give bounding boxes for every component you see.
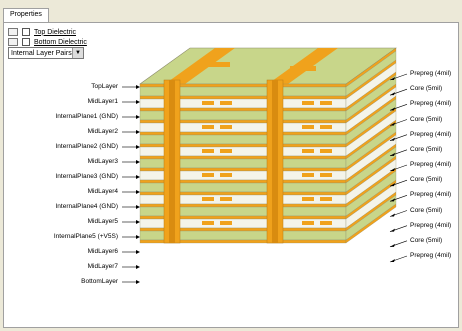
left-layer-label: MidLayer5 bbox=[87, 218, 118, 225]
left-layer-label: InternalPlane1 (GND) bbox=[55, 113, 119, 120]
inner-pad-c-23 bbox=[302, 221, 314, 225]
side-band-26 bbox=[345, 203, 397, 244]
inner-pad-a-11 bbox=[202, 149, 214, 153]
inner-pad-d-7 bbox=[320, 125, 332, 129]
left-layer-label: MidLayer7 bbox=[87, 263, 118, 270]
left-arrow-head-1 bbox=[136, 100, 140, 104]
right-arrow-head-8 bbox=[390, 198, 395, 202]
left-arrow-head-13 bbox=[136, 280, 140, 284]
tab-properties[interactable]: Properties bbox=[3, 8, 49, 23]
left-layer-label: MidLayer6 bbox=[87, 248, 118, 255]
right-arrow-head-4 bbox=[390, 137, 395, 141]
right-arrow-head-11 bbox=[390, 243, 395, 247]
right-layer-label: Prepreg (4mil) bbox=[410, 252, 452, 259]
right-layer-label: Prepreg (4mil) bbox=[410, 161, 452, 168]
inner-pad-d-23 bbox=[320, 221, 332, 225]
bottom-dielectric-color-swatch[interactable] bbox=[8, 38, 18, 46]
inner-pad-a-3 bbox=[202, 101, 214, 105]
right-arrow-head-6 bbox=[390, 168, 395, 171]
right-arrow-head-2 bbox=[390, 107, 395, 111]
right-arrow-head-0 bbox=[390, 77, 395, 80]
left-arrow-head-0 bbox=[136, 85, 140, 89]
top-dielectric-label: Top Dielectric bbox=[34, 28, 77, 36]
right-arrow-head-1 bbox=[390, 92, 395, 96]
right-arrow-head-12 bbox=[390, 259, 395, 262]
left-arrow-head-2 bbox=[136, 115, 140, 119]
inner-pad-c-19 bbox=[302, 197, 314, 201]
left-arrow-head-11 bbox=[136, 250, 140, 254]
left-arrow-head-4 bbox=[136, 145, 140, 149]
left-arrow-head-12 bbox=[136, 265, 140, 269]
left-layer-label: InternalPlane3 (GND) bbox=[55, 173, 119, 180]
left-arrow-head-7 bbox=[136, 190, 140, 194]
left-layer-label: MidLayer1 bbox=[87, 98, 118, 105]
right-layer-label: Core (5mil) bbox=[410, 115, 443, 123]
inner-pad-b-19 bbox=[220, 197, 232, 201]
inner-pad-a-15 bbox=[202, 173, 214, 177]
inner-pad-b-15 bbox=[220, 173, 232, 177]
right-layer-label: Prepreg (4mil) bbox=[410, 100, 452, 108]
right-arrow-head-7 bbox=[390, 183, 395, 187]
top-dielectric-checkbox[interactable] bbox=[22, 28, 30, 36]
left-layer-label: BottomLayer bbox=[81, 278, 118, 285]
right-layer-label: Core (5mil) bbox=[410, 176, 443, 184]
right-layer-label: Prepreg (4mil) bbox=[410, 221, 452, 229]
left-layer-label: InternalPlane5 (+V5S) bbox=[53, 233, 118, 240]
left-arrow-head-8 bbox=[136, 205, 140, 209]
left-arrow-head-6 bbox=[136, 175, 140, 179]
layer-pairs-select[interactable]: Internal Layer Pairs ▼ bbox=[8, 47, 84, 59]
right-arrow-head-10 bbox=[390, 228, 395, 232]
bottom-dielectric-row: Bottom Dielectric bbox=[8, 38, 87, 46]
inner-pad-a-19 bbox=[202, 197, 214, 201]
left-arrow-head-9 bbox=[136, 220, 140, 224]
bottom-dielectric-checkbox[interactable] bbox=[22, 38, 30, 46]
top-pad-1 bbox=[200, 62, 230, 67]
right-layer-label: Prepreg (4mil) bbox=[410, 70, 452, 77]
top-pad-2 bbox=[290, 66, 316, 71]
right-arrow-head-3 bbox=[390, 122, 395, 126]
layer-pairs-select-value: Internal Layer Pairs bbox=[11, 49, 72, 57]
left-layer-label: InternalPlane2 (GND) bbox=[55, 143, 119, 150]
left-arrow-head-10 bbox=[136, 235, 140, 239]
inner-pad-b-11 bbox=[220, 149, 232, 153]
right-layer-label: Core (5mil) bbox=[410, 206, 443, 214]
left-layer-label: MidLayer3 bbox=[87, 158, 118, 165]
inner-pad-c-15 bbox=[302, 173, 314, 177]
inner-pad-d-15 bbox=[320, 173, 332, 177]
inner-pad-a-23 bbox=[202, 221, 214, 225]
top-dielectric-color-swatch[interactable] bbox=[8, 28, 18, 36]
left-layer-label: TopLayer bbox=[91, 83, 118, 90]
via-core-2 bbox=[272, 80, 278, 243]
inner-pad-b-3 bbox=[220, 101, 232, 105]
right-layer-label: Core (5mil) bbox=[410, 85, 443, 93]
right-arrow-head-9 bbox=[390, 213, 395, 217]
inner-pad-c-3 bbox=[302, 101, 314, 105]
top-dielectric-row: Top Dielectric bbox=[8, 28, 76, 36]
bottom-dielectric-label: Bottom Dielectric bbox=[34, 38, 87, 46]
right-arrow-head-5 bbox=[390, 152, 395, 156]
left-layer-label: InternalPlane4 (GND) bbox=[55, 203, 119, 210]
inner-pad-c-11 bbox=[302, 149, 314, 153]
inner-pad-d-11 bbox=[320, 149, 332, 153]
inner-pad-b-7 bbox=[220, 125, 232, 129]
inner-pad-d-19 bbox=[320, 197, 332, 201]
left-arrow-head-5 bbox=[136, 160, 140, 164]
right-layer-label: Core (5mil) bbox=[410, 236, 443, 244]
right-layer-label: Prepreg (4mil) bbox=[410, 191, 452, 199]
inner-pad-c-7 bbox=[302, 125, 314, 129]
chevron-down-icon[interactable]: ▼ bbox=[72, 48, 83, 58]
right-layer-label: Prepreg (4mil) bbox=[410, 130, 452, 138]
inner-pad-d-3 bbox=[320, 101, 332, 105]
via-core-1 bbox=[169, 80, 175, 243]
left-arrow-head-3 bbox=[136, 130, 140, 134]
inner-pad-a-7 bbox=[202, 125, 214, 129]
left-layer-label: MidLayer4 bbox=[87, 188, 118, 195]
tab-bar: Properties bbox=[0, 0, 462, 23]
inner-pad-b-23 bbox=[220, 221, 232, 225]
right-layer-label: Core (5mil) bbox=[410, 145, 443, 153]
left-layer-label: MidLayer2 bbox=[87, 128, 118, 135]
